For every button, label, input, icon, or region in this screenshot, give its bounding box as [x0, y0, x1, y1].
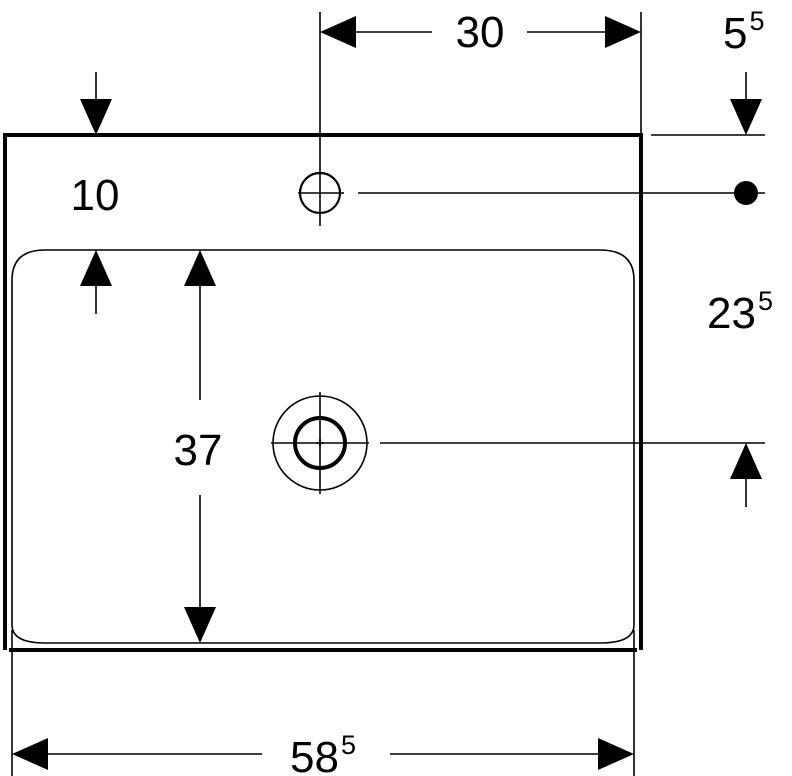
dimension-tap-offset: 30 — [319, 8, 642, 160]
dimension-rim-depth: 10 — [71, 72, 120, 314]
dimension-tap-to-drain: 235 — [380, 286, 773, 507]
arrowhead-left — [320, 16, 356, 48]
arrowhead-right — [605, 16, 641, 48]
dimension-label-58-5: 585 — [290, 730, 356, 776]
reference-dot — [734, 181, 758, 205]
dimension-label-37: 37 — [174, 426, 223, 475]
dimension-overall-width: 585 — [11, 630, 635, 776]
bowl-inner-outline — [11, 249, 635, 644]
dimension-label-30: 30 — [456, 8, 505, 57]
basin-outer-outline — [3, 133, 643, 650]
tap-hole — [298, 160, 344, 226]
dimension-bowl-depth: 37 — [174, 250, 223, 643]
dimension-label-23-5: 235 — [707, 286, 773, 338]
dimension-rim-to-tap: 55 — [358, 6, 765, 205]
dimension-label-10: 10 — [71, 171, 120, 220]
drain-outlet — [271, 392, 369, 494]
dimension-label-5-5: 55 — [723, 6, 765, 58]
